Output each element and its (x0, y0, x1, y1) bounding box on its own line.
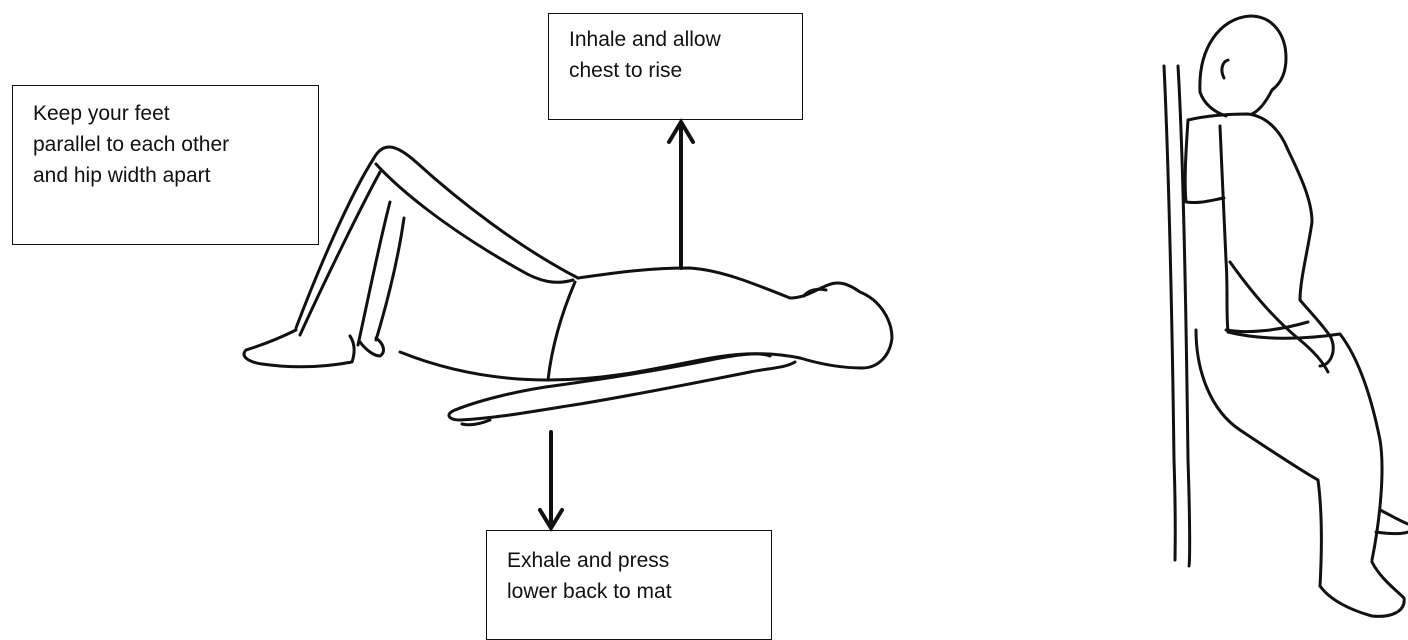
exhale-arrow (540, 432, 562, 528)
lying-pelvic-tilt-figure (244, 147, 892, 425)
seated-wall-figure (1164, 16, 1408, 616)
inhale-arrow (669, 122, 693, 268)
